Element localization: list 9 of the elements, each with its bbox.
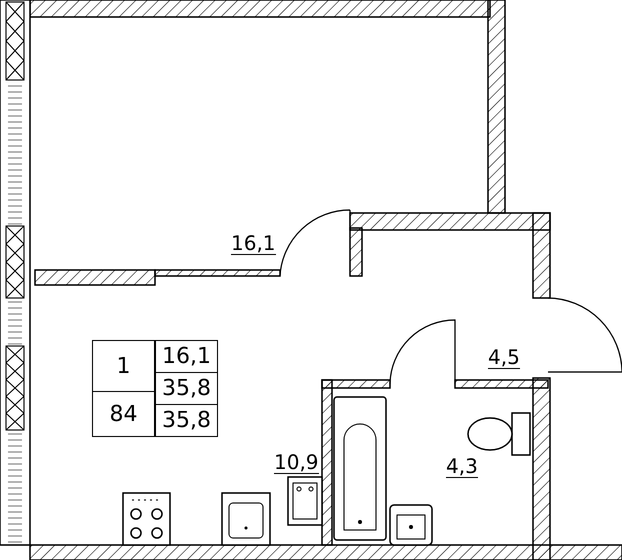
table-cell: 16,1 <box>155 340 218 373</box>
area-label: 16,1 <box>231 232 276 255</box>
table-cell: 35,8 <box>155 372 218 405</box>
table-cell: 1 <box>92 340 155 392</box>
area-label: 10,9 <box>274 451 319 474</box>
table-cell: 35,8 <box>155 404 218 437</box>
area-label: 4,3 <box>446 455 478 478</box>
area-label: 4,5 <box>488 346 520 369</box>
table-cell: 84 <box>92 391 155 437</box>
